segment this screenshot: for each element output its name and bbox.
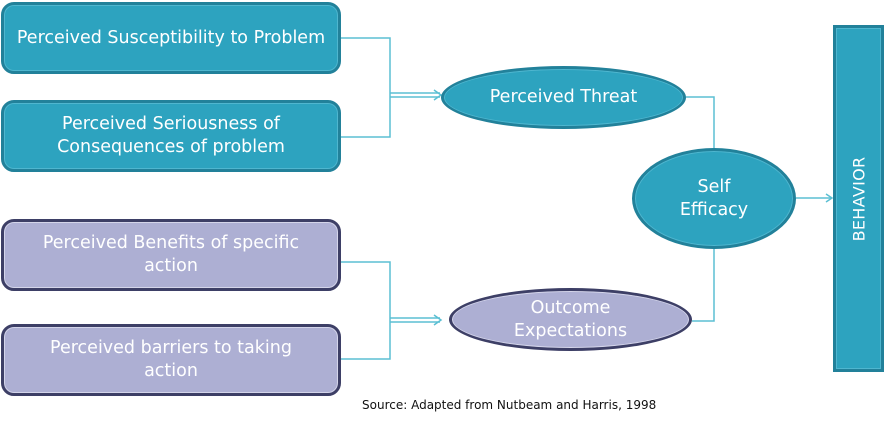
perceived-benefits-label: Perceived Benefits of specific action <box>42 233 300 276</box>
perceived-benefits-box: Perceived Benefits of specific action <box>1 219 341 291</box>
perceived-barriers-label: Perceived barriers to taking action <box>50 338 292 381</box>
behavior-label: BEHAVIOR <box>849 156 868 241</box>
self-efficacy-node: Self Efficacy <box>632 148 796 249</box>
connector-susceptibility <box>341 37 391 138</box>
perceived-barriers-box: Perceived barriers to taking action <box>1 324 341 396</box>
arrowhead-threat <box>433 89 443 101</box>
connector-threat-self <box>686 96 715 148</box>
arrowhead-behavior <box>825 193 834 203</box>
outcome-expectations-label: Outcome Expectations <box>513 297 628 341</box>
perceived-seriousness-box: Perceived Seriousness of Consequences of… <box>1 100 341 172</box>
outcome-expectations-node: Outcome Expectations <box>449 288 692 351</box>
perceived-seriousness-label: Perceived Seriousness of Consequences of… <box>57 114 285 157</box>
self-efficacy-label: Self Efficacy <box>679 176 749 220</box>
source-caption: Source: Adapted from Nutbeam and Harris,… <box>362 398 657 412</box>
perceived-susceptibility-label: Perceived Susceptibility to Problem <box>16 27 326 48</box>
perceived-threat-node: Perceived Threat <box>441 66 686 129</box>
connector-outcome-self <box>692 249 715 322</box>
perceived-susceptibility-box: Perceived Susceptibility to Problem <box>1 2 341 74</box>
perceived-threat-label: Perceived Threat <box>489 87 638 107</box>
behavior-box: BEHAVIOR <box>833 25 884 372</box>
arrowhead-outcome <box>433 314 443 326</box>
connector-benefits <box>341 261 391 360</box>
